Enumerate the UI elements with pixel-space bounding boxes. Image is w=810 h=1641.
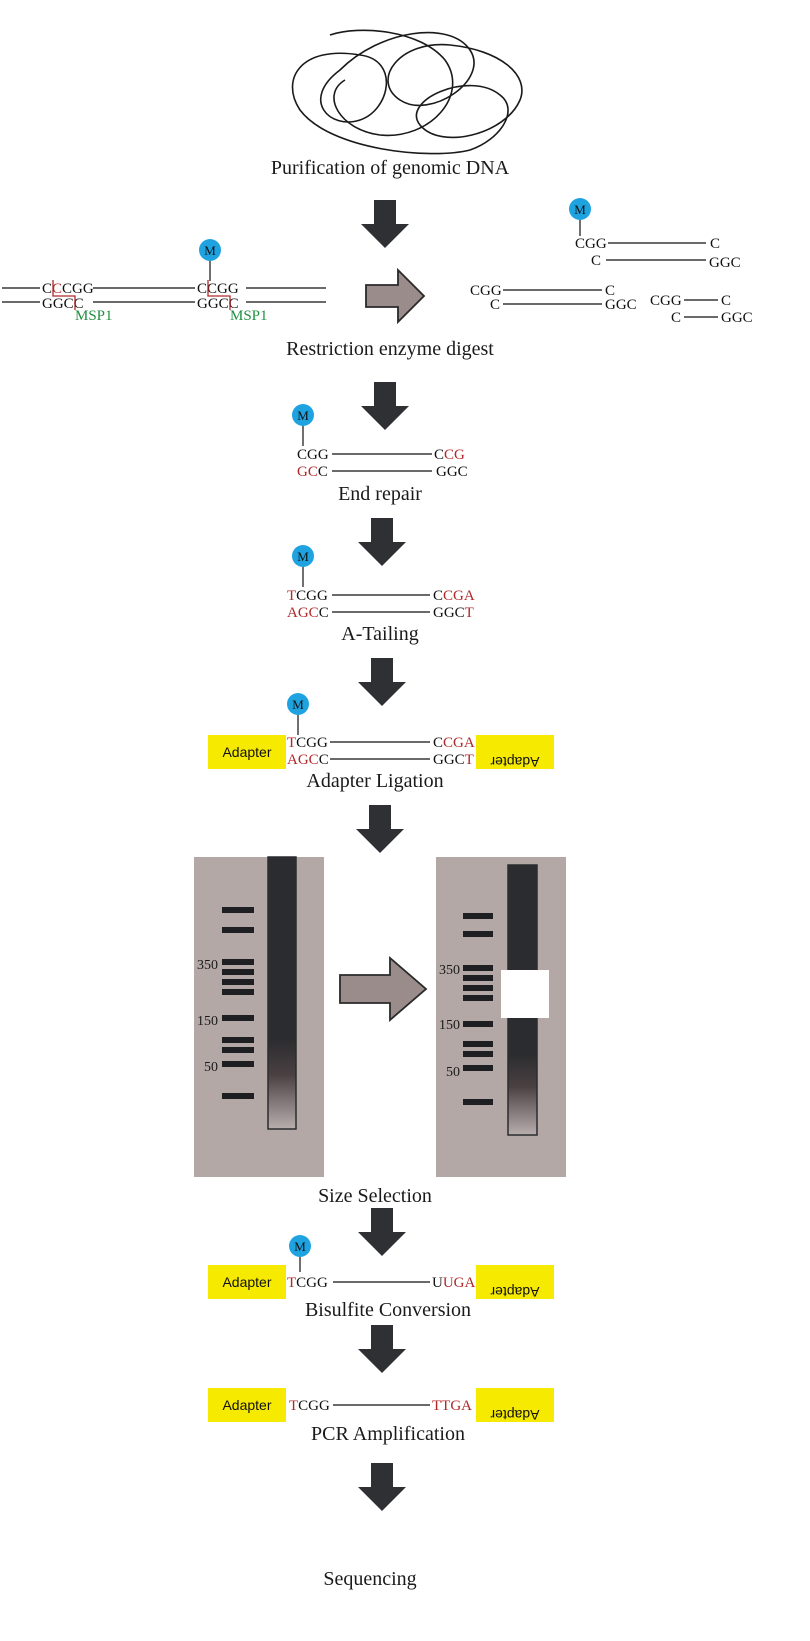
svg-text:GGCT: GGCT: [433, 752, 474, 768]
svg-text:GGC: GGC: [605, 297, 637, 313]
svg-text:C: C: [721, 293, 731, 309]
svg-text:GGCT: GGCT: [433, 605, 474, 621]
svg-text:TCGG: TCGG: [289, 1398, 330, 1414]
open-right-arrow: [339, 956, 428, 1022]
marker-50: 50: [204, 1060, 218, 1075]
marker-150: 150: [197, 1014, 218, 1029]
marker-150: 150: [439, 1018, 460, 1033]
svg-text:M: M: [574, 202, 586, 217]
end-repair-diagram: M CGG CCG GCC GGC: [292, 404, 468, 480]
seq-bottom-left: GGCC: [42, 296, 84, 312]
methyl-marker-icon: [569, 198, 591, 220]
svg-text:CGG: CGG: [297, 447, 329, 463]
adapter-ligation-diagram: Adapter Adapter M TCGG CCGA AGCC GGCT: [208, 693, 554, 770]
adapter-box-right: [476, 1265, 554, 1299]
down-arrow: [358, 1325, 406, 1373]
methyl-marker-icon: [292, 545, 314, 567]
svg-text:GGC: GGC: [436, 464, 468, 480]
methyl-marker-icon: [199, 239, 221, 261]
svg-text:Adapter: Adapter: [222, 1274, 271, 1290]
svg-text:M: M: [297, 408, 309, 423]
svg-text:Adapter: Adapter: [490, 1407, 539, 1423]
adapter-box-right: [476, 1388, 554, 1422]
ladder-bands: [222, 907, 254, 1099]
methyl-marker-icon: [289, 1235, 311, 1257]
svg-text:UUGA: UUGA: [432, 1275, 476, 1291]
enzyme-label-1: MSP1: [75, 308, 113, 324]
bisulfite-diagram: Adapter Adapter M TCGG UUGA: [208, 1235, 554, 1300]
excised-band: [501, 970, 549, 1018]
down-arrow: [361, 382, 409, 430]
step-pcr-label: PCR Amplification: [311, 1423, 465, 1445]
svg-text:M: M: [204, 243, 216, 258]
svg-text:CGG: CGG: [650, 293, 682, 309]
svg-text:M: M: [294, 1239, 306, 1254]
gel-before: 350 150 50: [194, 856, 324, 1177]
svg-text:Adapter: Adapter: [222, 1397, 271, 1413]
marker-350: 350: [197, 958, 218, 973]
step-bisulfite-label: Bisulfite Conversion: [305, 1299, 471, 1321]
svg-text:C: C: [490, 297, 500, 313]
svg-text:M: M: [292, 697, 304, 712]
svg-text:CCG: CCG: [434, 447, 465, 463]
down-arrow: [358, 1463, 406, 1511]
marker-350: 350: [439, 963, 460, 978]
marker-50: 50: [446, 1065, 460, 1080]
gel-after: 350 150 50: [436, 857, 566, 1177]
svg-text:Adapter: Adapter: [222, 744, 271, 760]
svg-text:C: C: [605, 283, 615, 299]
svg-text:C: C: [710, 236, 720, 252]
svg-text:TCGG: TCGG: [287, 1275, 328, 1291]
pcr-diagram: Adapter Adapter TCGG TTGA: [208, 1388, 554, 1423]
step-purification-label: Purification of genomic DNA: [271, 157, 510, 179]
seq-bottom-middle: GGCC: [197, 296, 239, 312]
svg-text:C: C: [591, 253, 601, 269]
gel-lane: [267, 856, 297, 1130]
svg-text:Adapter: Adapter: [490, 1284, 539, 1300]
svg-text:TCGG: TCGG: [287, 588, 328, 604]
step-size-selection-label: Size Selection: [318, 1185, 432, 1207]
down-arrow: [361, 200, 409, 248]
adapter-box-left: [208, 1265, 286, 1299]
svg-text:CCGA: CCGA: [433, 588, 475, 604]
svg-text:TTGA: TTGA: [432, 1398, 472, 1414]
svg-text:Adapter: Adapter: [490, 754, 539, 770]
digest-fragments: M CGG C C GGC CGG C C GGC CGG C C GGC: [470, 198, 753, 326]
adapter-box-left: [208, 735, 286, 769]
svg-text:C: C: [671, 310, 681, 326]
svg-text:CGG: CGG: [470, 283, 502, 299]
svg-text:AGCC: AGCC: [287, 752, 329, 768]
svg-text:GGC: GGC: [709, 255, 741, 271]
methyl-marker-icon: [292, 404, 314, 426]
enzyme-label-2: MSP1: [230, 308, 268, 324]
down-arrow: [356, 805, 404, 853]
ladder-bands: [463, 913, 493, 1105]
down-arrow: [358, 658, 406, 706]
restriction-digest-diagram: CCCGG CCGG GGCC GGCC MSP1 MSP1 M: [2, 239, 326, 324]
open-right-arrow: [365, 267, 426, 325]
svg-text:CGG: CGG: [575, 236, 607, 252]
svg-text:GGC: GGC: [721, 310, 753, 326]
adapter-box-right: [476, 735, 554, 769]
step-a-tailing-label: A-Tailing: [341, 623, 418, 645]
seq-top-middle: CCGG: [197, 281, 239, 297]
down-arrow: [358, 1208, 406, 1256]
step-adapter-ligation-label: Adapter Ligation: [306, 770, 443, 792]
svg-text:M: M: [297, 549, 309, 564]
seq-top-left: CCCGG: [42, 281, 94, 297]
adapter-box-left: [208, 1388, 286, 1422]
svg-text:CCGA: CCGA: [433, 735, 475, 751]
svg-text:GCC: GCC: [297, 464, 328, 480]
a-tailing-diagram: M TCGG CCGA AGCC GGCT: [287, 545, 475, 621]
step-end-repair-label: End repair: [338, 483, 422, 505]
svg-text:AGCC: AGCC: [287, 605, 329, 621]
genomic-dna-tangle: [291, 29, 523, 155]
step-restriction-label: Restriction enzyme digest: [286, 338, 494, 360]
methyl-marker-icon: [287, 693, 309, 715]
svg-text:TCGG: TCGG: [287, 735, 328, 751]
step-sequencing-label: Sequencing: [323, 1568, 416, 1590]
down-arrow: [358, 518, 406, 566]
